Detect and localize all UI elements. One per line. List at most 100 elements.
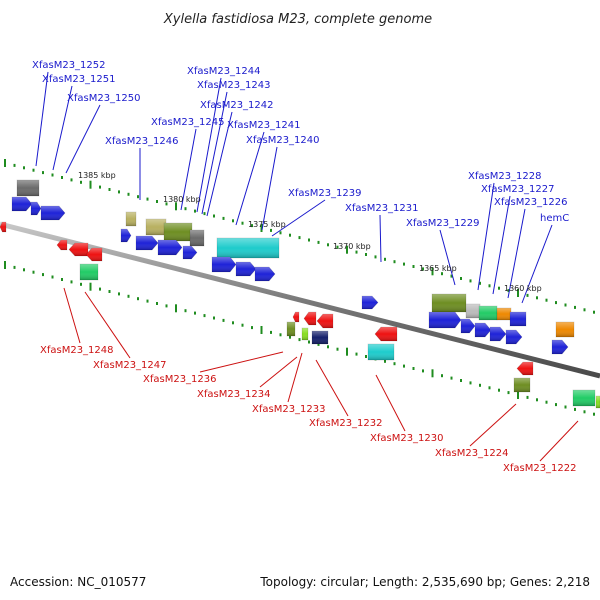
minor-tick (365, 253, 367, 256)
minor-tick (108, 290, 111, 293)
minor-tick (156, 302, 158, 305)
minor-tick (460, 379, 462, 382)
gene-label-xfasm23-1246[interactable]: XfasM23_1246 (105, 136, 179, 147)
minor-tick (127, 192, 130, 196)
minor-tick (317, 342, 320, 346)
leader-line (84, 291, 131, 359)
minor-tick (507, 391, 510, 395)
major-tick (346, 347, 348, 356)
gene-label-xfasm23-1233[interactable]: XfasM23_1233 (252, 404, 326, 415)
gene-label-xfasm23-1222[interactable]: XfasM23_1222 (503, 463, 577, 474)
minor-tick (298, 338, 301, 342)
minor-tick (564, 303, 567, 307)
gene-label-xfasm23-1250[interactable]: XfasM23_1250 (67, 93, 141, 104)
minor-tick (241, 221, 244, 225)
gene-label-xfasm23-1245[interactable]: XfasM23_1245 (151, 117, 225, 128)
minor-tick (393, 362, 396, 366)
gene-label-xfasm23-1252[interactable]: XfasM23_1252 (32, 60, 106, 71)
gene-label-xfasm23-1239[interactable]: XfasM23_1239 (288, 188, 362, 199)
gene-label-xfasm23-1240[interactable]: XfasM23_1240 (246, 135, 320, 146)
tick-labels: 1385 kbp 1380 kbp 1375 kbp 1370 kbp 1365… (78, 171, 542, 293)
gene-label-xfasm23-1227[interactable]: XfasM23_1227 (481, 184, 555, 195)
minor-tick (555, 403, 557, 407)
gene-label-hemc[interactable]: hemC (540, 213, 569, 224)
gene-label-xfasm23-1241[interactable]: XfasM23_1241 (227, 120, 301, 131)
minor-tick (393, 260, 396, 264)
minor-tick (213, 214, 215, 218)
genome-summary-text: Topology: circular; Length: 2,535,690 bp… (259, 575, 590, 589)
minor-tick (441, 374, 443, 378)
minor-tick (498, 388, 500, 392)
minor-tick (146, 299, 149, 303)
minor-tick (545, 298, 548, 302)
minor-tick (593, 310, 595, 314)
gene-label-xfasm23-1247[interactable]: XfasM23_1247 (93, 360, 167, 371)
map-title: Xylella fastidiosa M23, complete genome (163, 12, 432, 27)
gene-label-xfasm23-1248[interactable]: XfasM23_1248 (40, 345, 114, 356)
leader-line (235, 131, 265, 226)
leader-line (379, 214, 382, 263)
major-tick (175, 304, 177, 313)
minor-tick (469, 279, 472, 283)
leader-line (521, 224, 553, 304)
leader-line (439, 229, 456, 286)
minor-tick (184, 309, 187, 313)
leader-line (469, 403, 517, 447)
minor-tick (80, 282, 82, 286)
gene-label-xfasm23-1232[interactable]: XfasM23_1232 (309, 418, 383, 429)
minor-tick (422, 267, 424, 271)
leader-line (507, 208, 526, 299)
minor-tick (232, 219, 234, 223)
gene-label-xfasm23-1229[interactable]: XfasM23_1229 (406, 218, 480, 229)
major-tick (431, 267, 434, 276)
gene-label-xfasm23-1242[interactable]: XfasM23_1242 (200, 100, 274, 111)
label-leader-lines (35, 71, 579, 462)
minor-tick (450, 376, 453, 380)
leader-line (315, 359, 349, 417)
minor-tick (526, 293, 529, 297)
minor-tick (108, 188, 111, 191)
minor-tick (80, 180, 82, 184)
leader-line (261, 146, 278, 231)
gene-label-xfasm23-1236[interactable]: XfasM23_1236 (143, 374, 217, 385)
minor-tick (355, 352, 358, 356)
minor-tick (469, 381, 472, 385)
major-tick (517, 391, 519, 399)
minor-tick (99, 185, 101, 189)
gene-label-xfasm23-1226[interactable]: XfasM23_1226 (494, 197, 568, 208)
minor-tick (507, 289, 510, 293)
gene-label-xfasm23-1251[interactable]: XfasM23_1251 (42, 74, 116, 85)
minor-tick (564, 405, 567, 409)
tick-label-1360: 1360 kbp (504, 284, 542, 293)
gene-label-xfasm23-1228[interactable]: XfasM23_1228 (468, 171, 542, 182)
gene-label-xfasm23-1224[interactable]: XfasM23_1224 (435, 448, 509, 459)
minor-tick (422, 369, 424, 373)
minor-tick (222, 318, 225, 322)
gene-label-xfasm23-1243[interactable]: XfasM23_1243 (197, 80, 271, 91)
minor-tick (308, 238, 310, 242)
minor-tick (384, 359, 386, 363)
minor-tick (574, 407, 576, 411)
minor-tick (526, 395, 529, 399)
minor-tick (118, 292, 120, 296)
minor-tick (165, 304, 168, 308)
minor-tick (270, 228, 272, 232)
gene-label-xfasm23-1231[interactable]: XfasM23_1231 (345, 203, 419, 214)
minor-tick (298, 236, 301, 240)
minor-tick (365, 355, 367, 358)
gene-label-xfasm23-1244[interactable]: XfasM23_1244 (187, 66, 261, 77)
minor-tick (289, 335, 291, 339)
tick-label-1375: 1375 kbp (248, 220, 286, 229)
gene-label-xfasm23-1230[interactable]: XfasM23_1230 (370, 433, 444, 444)
minor-tick (194, 209, 196, 213)
minor-tick (232, 321, 234, 325)
leader-line (375, 374, 406, 432)
minor-tick (70, 280, 73, 284)
leader-line (52, 85, 73, 171)
gene-label-xfasm23-1234[interactable]: XfasM23_1234 (197, 389, 271, 400)
major-tick (89, 282, 92, 291)
tick-label-1385: 1385 kbp (78, 171, 116, 180)
minor-tick (137, 195, 139, 199)
minor-tick (336, 245, 339, 249)
minor-tick (13, 163, 16, 167)
